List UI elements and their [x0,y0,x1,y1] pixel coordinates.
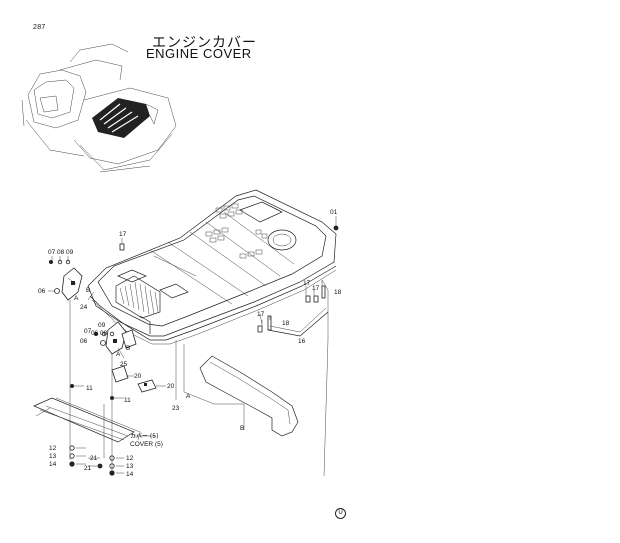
cover-label-japanese: カバー (5) [130,433,158,440]
label-b: B [126,345,130,352]
label-06: 06 [38,288,46,295]
label-14: 14 [49,461,57,468]
part-labels: 01 17 07 08 09 06 A B 24 07 06 09 08 06 … [38,209,342,478]
support-rod [267,307,329,337]
label-14: 14 [126,471,134,478]
label-12: 12 [49,445,57,452]
label-25: 25 [120,361,128,368]
label-01: 01 [330,209,338,216]
label-21: 21 [90,455,98,462]
lower-plate-assembly [33,397,141,443]
label-07: 07 [48,249,56,256]
page-number: 287 [33,24,46,31]
leader-lines [48,216,337,477]
label-16: 16 [298,338,306,345]
excavator-inset-illustration [21,43,177,173]
label-20: 20 [167,383,175,390]
label-a: A [116,351,121,358]
label-17: 17 [257,311,265,318]
label-18: 18 [334,289,342,296]
label-11: 11 [124,397,131,404]
hinge-bracket-lower [100,321,137,355]
label-13: 13 [49,453,57,460]
label-17: 17 [303,280,311,287]
fasteners [49,225,339,476]
label-13: 13 [126,463,134,470]
label-17: 17 [312,285,320,292]
cover-label-english: COVER (5) [130,441,163,448]
label-12: 12 [126,455,134,462]
hinge-bracket-upper [54,267,83,301]
label-b: B [86,287,90,294]
label-09: 09 [98,322,106,329]
label-21: 21 [84,465,92,472]
label-23: 23 [172,405,180,412]
label-08: 08 [57,249,65,256]
label-08: 08 [100,330,108,337]
label-07: 07 [84,328,92,335]
title-english: ENGINE COVER [146,46,252,61]
label-20: 20 [134,373,142,380]
label-18: 18 [282,320,290,327]
label-11: 11 [86,385,93,392]
small-bracket-20a [111,365,129,383]
small-bracket-20b [137,379,157,393]
title-japanese: エンジンカバー [152,35,257,51]
footer-mark: U [335,508,346,519]
engine-cover-assembly [87,189,337,345]
label-17: 17 [119,231,127,238]
label-24: 24 [80,304,88,311]
label-a: A [74,295,79,302]
label-a: A [186,393,191,400]
label-09: 09 [66,249,74,256]
side-cover-bracket [199,355,299,437]
label-06: 06 [80,338,88,345]
label-06: 06 [91,330,99,337]
label-b: B [240,425,244,432]
